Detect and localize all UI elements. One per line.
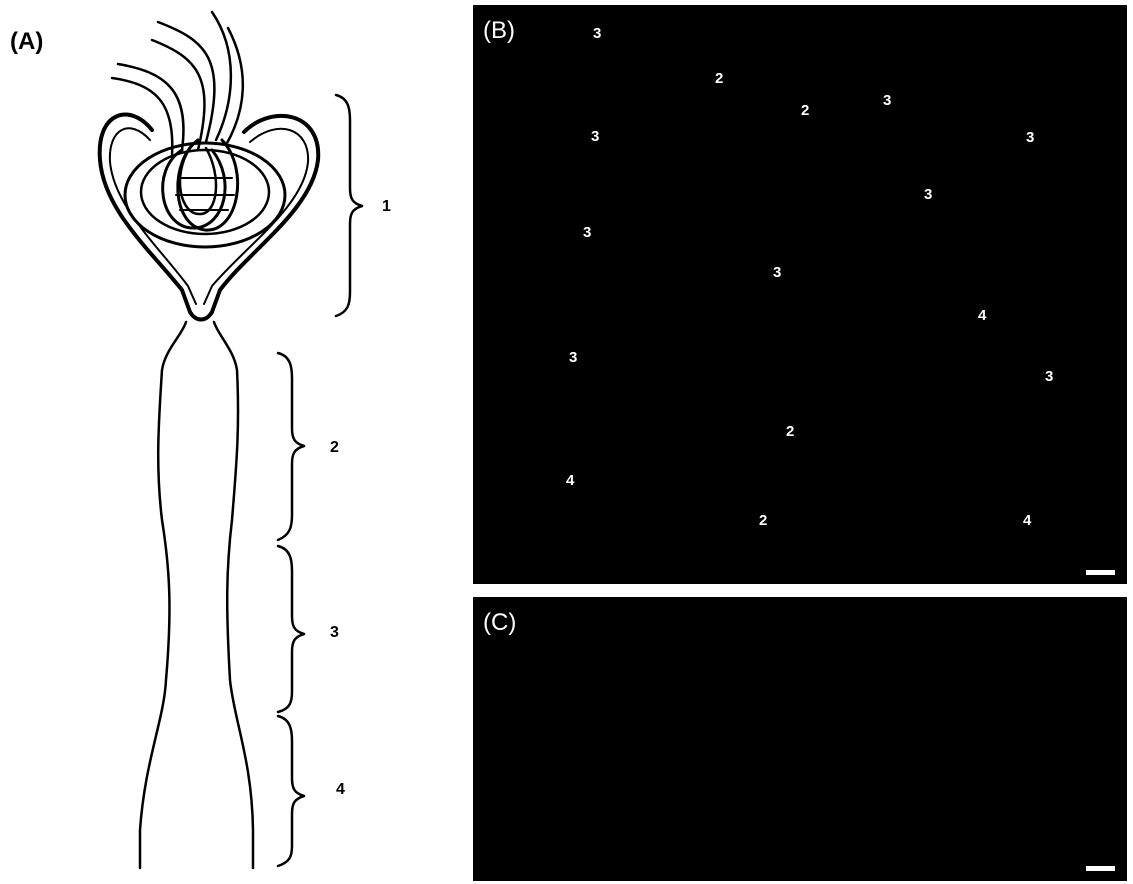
region-label: 3 — [591, 128, 599, 145]
segment-bracket-3 — [278, 546, 304, 712]
region-label: 4 — [1023, 512, 1031, 529]
region-label: 3 — [883, 92, 891, 109]
vessel-line — [152, 40, 204, 150]
vessel-line — [226, 28, 243, 145]
vessel-line — [212, 12, 231, 140]
segment-label-1: 1 — [382, 198, 391, 216]
region-label: 3 — [583, 224, 591, 241]
region-label: 3 — [924, 186, 932, 203]
segment-label-3: 3 — [330, 624, 339, 642]
region-label: 2 — [715, 70, 723, 87]
segment-label-2: 2 — [330, 439, 339, 457]
region-label: 3 — [569, 349, 577, 366]
panel-c-label: (C) — [483, 609, 516, 637]
region-label: 4 — [978, 307, 986, 324]
panel-b-micrograph: (B) 3 2 2 3 3 3 3 3 3 4 3 3 2 4 2 4 — [473, 5, 1127, 584]
segment-bracket-4 — [278, 716, 304, 866]
panel-a-label: (A) — [10, 28, 43, 56]
region-label: 3 — [773, 264, 781, 281]
segment-bracket-2 — [278, 353, 304, 540]
tubule-left-wall — [140, 322, 186, 868]
segment-bracket-1 — [336, 95, 362, 316]
glomerulus-loop — [180, 148, 216, 214]
scale-bar — [1086, 866, 1115, 871]
region-label: 2 — [786, 423, 794, 440]
nephron-diagram — [0, 0, 470, 884]
region-label: 3 — [1045, 368, 1053, 385]
region-label: 4 — [566, 472, 574, 489]
region-label: 2 — [801, 102, 809, 119]
panel-c-micrograph: (C) — [473, 597, 1127, 881]
scale-bar — [1086, 570, 1115, 575]
region-label: 3 — [1026, 129, 1034, 146]
tubule-right-wall — [214, 322, 253, 868]
vessel-line — [118, 64, 183, 150]
glomerulus-loop — [141, 150, 269, 234]
panel-b-label: (B) — [483, 17, 515, 45]
region-label: 2 — [759, 512, 767, 529]
segment-label-4: 4 — [336, 781, 345, 799]
region-label: 3 — [593, 25, 601, 42]
